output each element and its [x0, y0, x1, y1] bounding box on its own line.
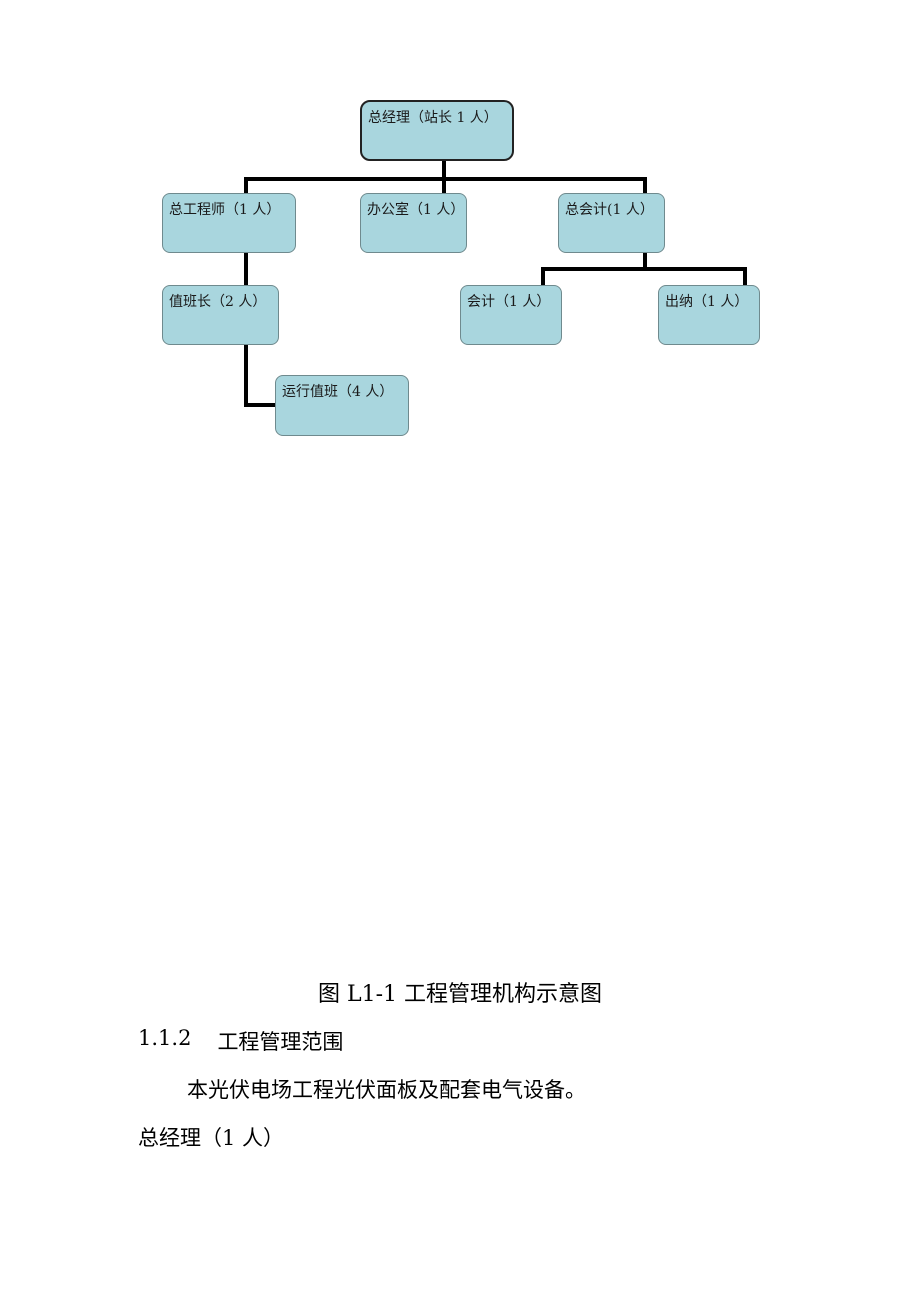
org-chart: 总经理（站长 1 人） 总工程师（1 人） 办公室（1 人） 总会计(1 人） …: [0, 0, 920, 460]
org-node-general-manager: 总经理（站长 1 人）: [360, 100, 514, 161]
body-paragraph: 本光伏电场工程光伏面板及配套电气设备。: [187, 1078, 586, 1102]
org-node-chief-engineer: 总工程师（1 人）: [162, 193, 296, 253]
org-node-chief-accountant: 总会计(1 人）: [558, 193, 665, 253]
body-line: 总经理（1 人）: [138, 1126, 285, 1150]
section-heading: 1.1.2 工程管理范围: [138, 1026, 343, 1056]
org-node-accountant: 会计（1 人）: [460, 285, 562, 345]
section-title: 工程管理范围: [217, 1030, 344, 1054]
org-node-cashier: 出纳（1 人）: [658, 285, 760, 345]
org-node-operation-duty: 运行值班（4 人）: [275, 375, 409, 436]
figure-caption: 图 L1-1 工程管理机构示意图: [317, 982, 603, 1007]
org-node-office: 办公室（1 人）: [360, 193, 467, 253]
section-number: 1.1.2: [138, 1026, 192, 1050]
connector-operation-duty: [244, 343, 277, 407]
org-chart-connectors: [244, 160, 747, 407]
org-node-shift-leader: 值班长（2 人）: [162, 285, 279, 345]
